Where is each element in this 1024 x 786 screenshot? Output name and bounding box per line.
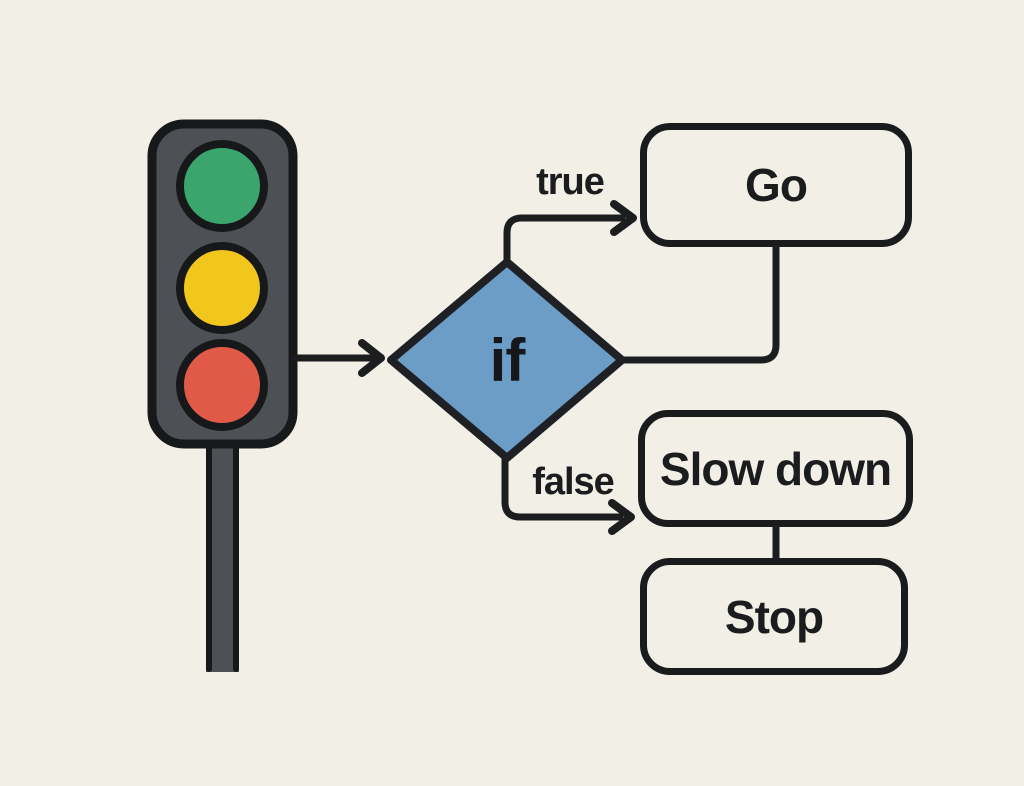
go-node: Go [640, 123, 912, 247]
slow-down-node-label: Slow down [659, 442, 892, 495]
if-diamond [387, 258, 626, 462]
false-branch-arrow [501, 454, 635, 535]
traffic-light-pole [206, 440, 239, 672]
green-light-icon [176, 140, 268, 232]
red-light-icon [176, 339, 268, 431]
go-node-label: Go [745, 159, 808, 211]
if-label: if [489, 326, 526, 394]
input-arrow [293, 339, 385, 377]
true-branch-label: true [536, 161, 605, 203]
stop-node-label: Stop [724, 590, 824, 643]
go-return-connector [620, 243, 780, 364]
stop-node: Stop [640, 558, 908, 675]
yellow-light-icon [176, 242, 268, 334]
true-branch-arrow [503, 200, 637, 266]
slow-down-node: Slow down [638, 410, 913, 527]
false-branch-label: false [532, 461, 615, 503]
